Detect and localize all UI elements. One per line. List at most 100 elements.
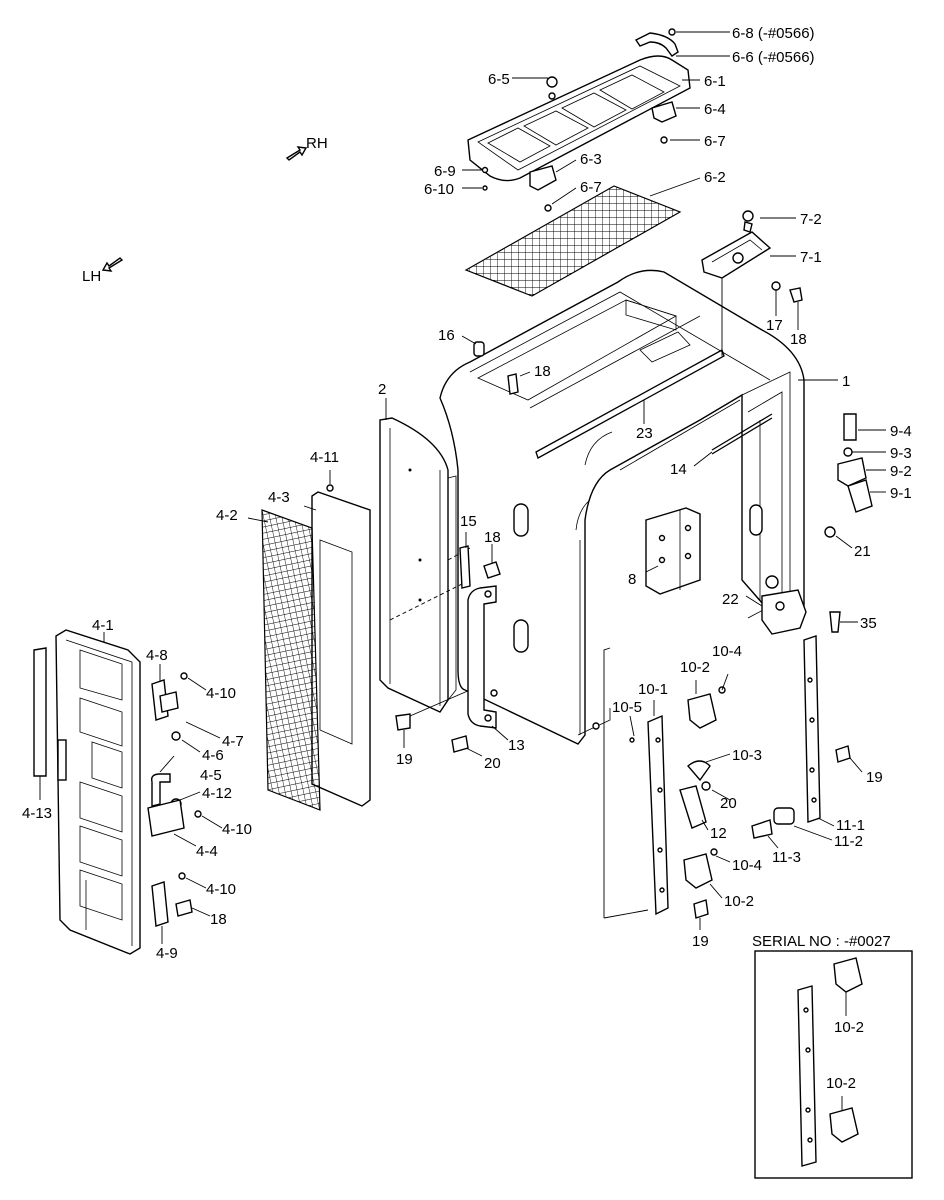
screw-icon: [544, 204, 552, 212]
callout-6-9: 6-9: [434, 163, 456, 180]
washer-9-3-icon: [843, 447, 853, 457]
callout-19: 19: [866, 769, 883, 786]
bolt-9-4-icon: [843, 413, 857, 441]
bolt-20-icon: [451, 735, 469, 753]
callout-6-1: 6-1: [704, 73, 726, 90]
callout-10-4: 10-4: [732, 857, 762, 874]
bolt-19-icon: [395, 713, 411, 731]
screw-icon: [180, 672, 188, 680]
knob-icon: [546, 76, 558, 88]
callout-12: 12: [710, 825, 727, 842]
screw-icon: [660, 136, 668, 144]
callout-10-5: 10-5: [612, 699, 642, 716]
latch-bracket-6-4: [651, 101, 677, 123]
callout-4-5: 4-5: [200, 767, 222, 784]
callout-4-10: 4-10: [206, 881, 236, 898]
callout-9-2: 9-2: [890, 463, 912, 480]
mount-slot: [513, 503, 529, 537]
screw-icon: [548, 92, 556, 100]
inset-bracket-top: [833, 957, 863, 993]
screw-icon: [629, 737, 635, 743]
strip-4-13: [33, 647, 47, 777]
bolt-shank: [743, 221, 753, 233]
bolt-7-2-icon: [742, 210, 754, 222]
callout-4-2: 4-2: [216, 507, 238, 524]
callout-13: 13: [508, 737, 525, 754]
callout-9-1: 9-1: [890, 485, 912, 502]
callout-11-1: 11-1: [836, 817, 865, 834]
inset-label-bottom: 10-2: [826, 1075, 856, 1092]
nut-icon: [482, 185, 488, 191]
panel-4-3: [311, 491, 371, 807]
callout-6-10: 6-10: [424, 181, 454, 198]
bolt-18-icon: [789, 287, 803, 303]
bumper-11-2-icon: [773, 807, 795, 825]
washer-icon: [481, 166, 489, 174]
bolt-19-icon: [835, 745, 851, 763]
bracket-10-2: [683, 853, 713, 889]
callout-20: 20: [720, 795, 737, 812]
bolt-17-icon: [771, 281, 781, 291]
callout-10-1: 10-1: [638, 681, 668, 698]
handle-4-5: [150, 773, 171, 807]
callout-4-7: 4-7: [222, 733, 244, 750]
hole-icon: [732, 252, 744, 264]
frame-10-1: [647, 714, 669, 916]
rubber-mount-icon: [765, 575, 779, 589]
bolt-18-icon: [507, 373, 519, 395]
callout-4-12: 4-12: [202, 785, 232, 802]
callout-20: 20: [484, 755, 501, 772]
callout-16: 16: [438, 327, 455, 344]
mount-slot: [749, 504, 763, 536]
roof-screen-mesh: [464, 185, 682, 297]
callout-6-7: 6-7: [580, 179, 602, 196]
inset-title: SERIAL NO : -#0027: [752, 933, 891, 950]
inset-bracket-bottom: [829, 1107, 859, 1143]
latch-bracket-6-3: [529, 165, 557, 191]
rh-label: RH: [306, 135, 328, 152]
bracket-10-2: [687, 693, 717, 729]
gas-strut: [711, 413, 773, 451]
lh-arrow-icon: [101, 257, 124, 272]
callout-2: 2: [378, 381, 386, 398]
callout-1: 1: [842, 373, 850, 390]
mount-slot: [513, 619, 529, 653]
callout-18: 18: [790, 331, 807, 348]
serial-inset: SERIAL NO : -#0027 10-2 10-2: [752, 933, 913, 1179]
callout-7-1: 7-1: [800, 249, 822, 266]
callout-14: 14: [670, 461, 687, 478]
callout-10-2: 10-2: [724, 893, 754, 910]
screw-icon: [194, 810, 202, 818]
strap-15: [459, 545, 471, 589]
callout-10-2: 10-2: [680, 659, 710, 676]
screw-icon: [710, 848, 718, 856]
callout-6-2: 6-2: [704, 169, 726, 186]
callout-6-4: 6-4: [704, 101, 726, 118]
callout-19: 19: [396, 751, 413, 768]
hinge-4-9: [151, 881, 169, 927]
callout-4-6: 4-6: [202, 747, 224, 764]
callout-4-10: 4-10: [206, 685, 236, 702]
callout-18: 18: [484, 529, 501, 546]
cam-10-3-icon: [687, 760, 711, 782]
callout-4-10: 4-10: [222, 821, 252, 838]
mesh-4-2: [261, 509, 321, 811]
roof-hatch-handle: [634, 32, 679, 57]
cab-body: [439, 269, 807, 745]
callout-22: 22: [722, 591, 739, 608]
inset-frame-bar: [797, 985, 817, 1167]
callout-4-13: 4-13: [22, 805, 52, 822]
inset-frame: [754, 950, 913, 1179]
bolt-35-icon: [829, 611, 841, 633]
knob-4-6-icon: [171, 731, 181, 741]
callout-4-4: 4-4: [196, 843, 218, 860]
callout-4-3: 4-3: [268, 489, 290, 506]
callout-6-5: 6-5: [488, 71, 510, 88]
leader-lines: [39, 31, 886, 944]
callout-19: 19: [692, 933, 709, 950]
callout-10-4: 10-4: [712, 643, 742, 660]
callout-4-1: 4-1: [92, 617, 114, 634]
callout-18: 18: [534, 363, 551, 380]
callout-23: 23: [636, 425, 653, 442]
